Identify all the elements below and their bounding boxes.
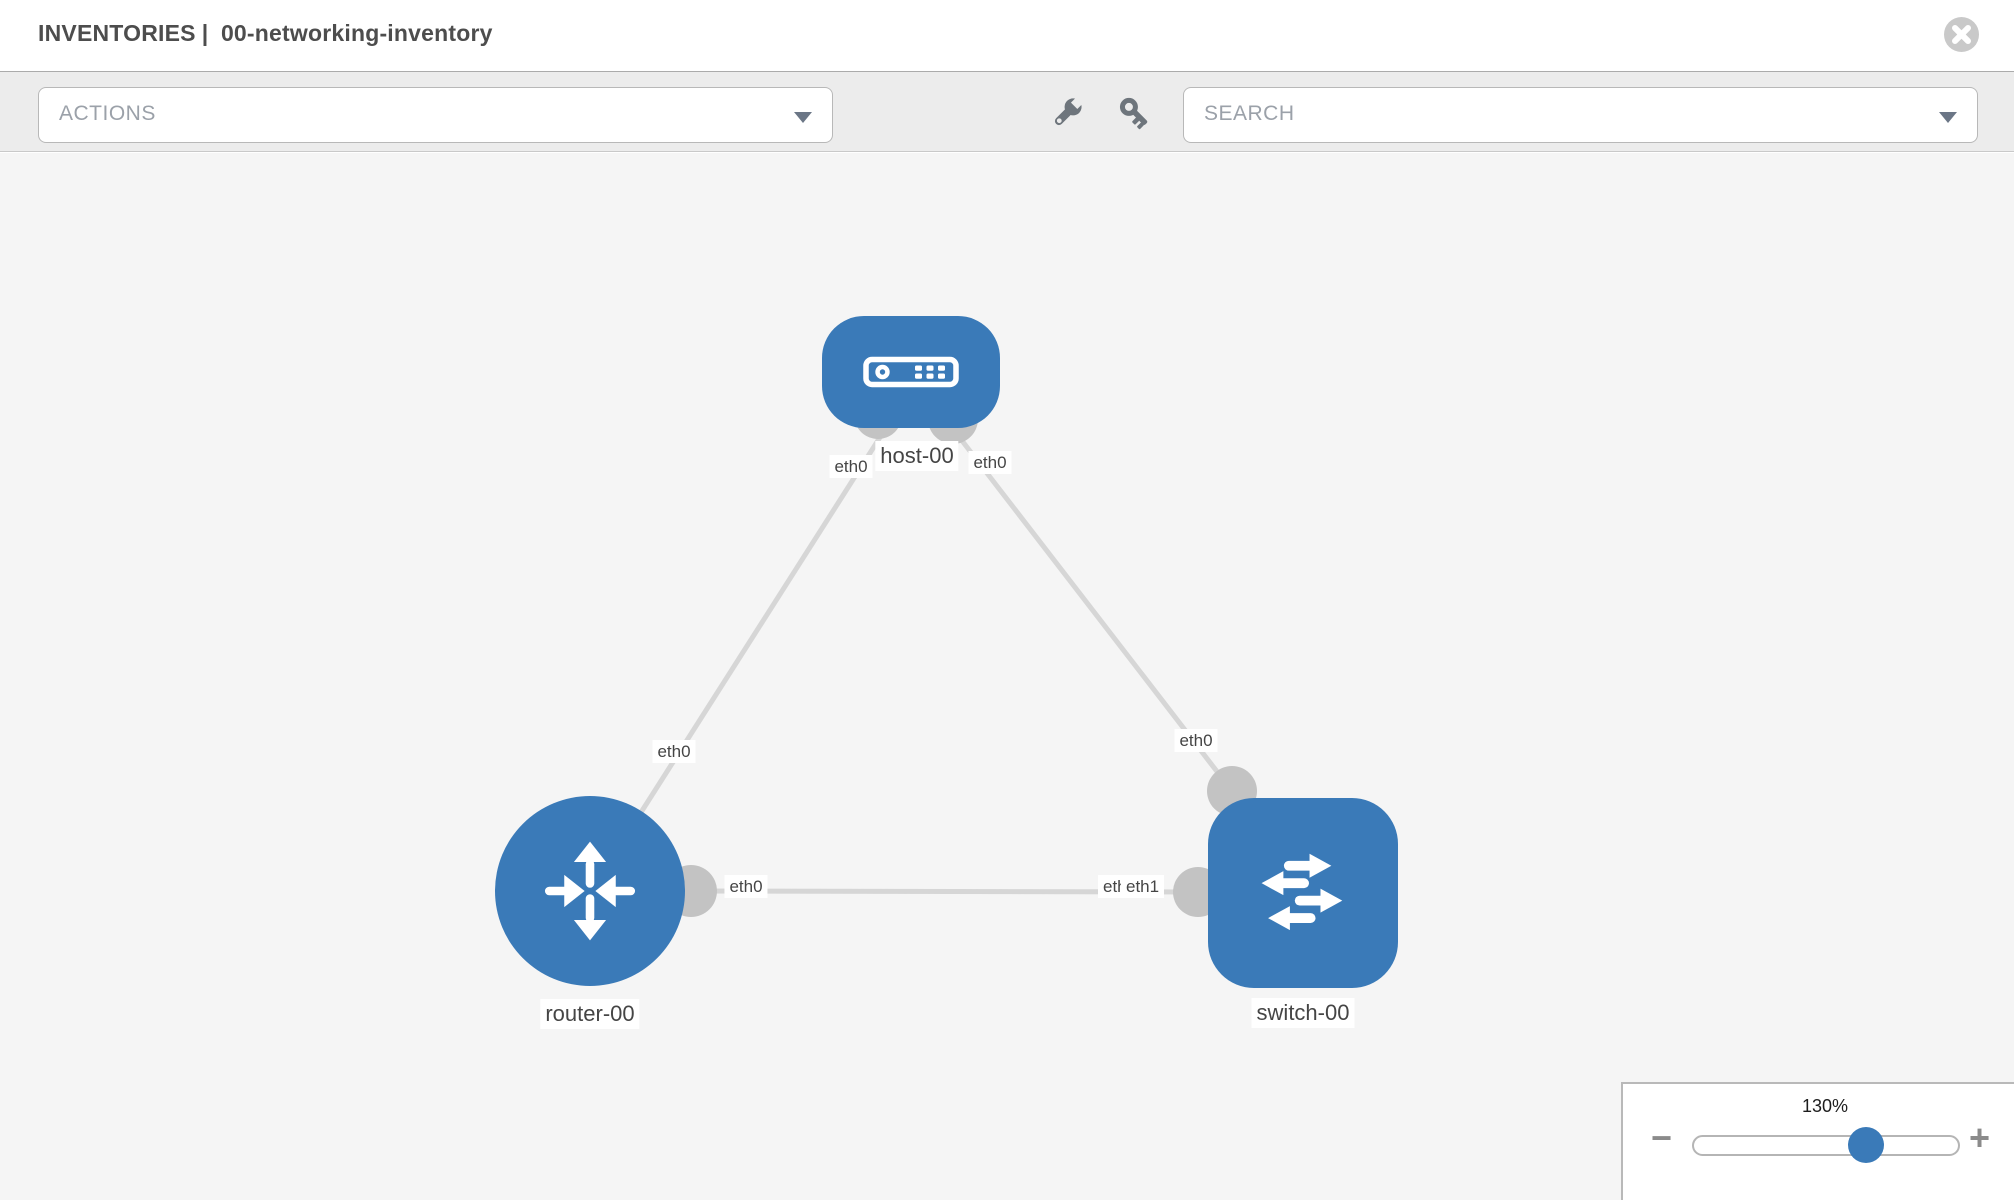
interface-label: eth0 (652, 740, 696, 764)
host-icon (863, 356, 959, 388)
node-label-switch: switch-00 (1251, 998, 1355, 1028)
breadcrumb-inventory-name: 00-networking-inventory (220, 20, 493, 46)
zoom-slider-thumb[interactable] (1848, 1127, 1884, 1163)
credentials-button[interactable] (1116, 94, 1156, 134)
header: INVENTORIES| 00-networking-inventory (0, 0, 2014, 71)
interface-label: eth0 (829, 455, 873, 479)
zoom-panel: 130% − + (1621, 1082, 2014, 1200)
close-icon (1952, 25, 1971, 44)
link-host-router[interactable] (593, 429, 887, 885)
topology-canvas[interactable]: host-00 router-00 switch-00 eth0 eth0 et… (0, 153, 2014, 1200)
node-switch-00[interactable] (1208, 798, 1398, 988)
interface-label: eth0 (724, 875, 768, 899)
interface-label: eth0 (968, 451, 1012, 475)
interface-label: eth1 (1121, 875, 1165, 899)
wrench-icon (1054, 96, 1084, 126)
node-host-00[interactable] (822, 316, 1000, 428)
switch-icon (1261, 853, 1343, 931)
node-label-router: router-00 (540, 999, 640, 1029)
close-button[interactable] (1944, 17, 1979, 52)
node-router-00[interactable] (495, 796, 685, 986)
toolbar: ACTIONS SEARCH (0, 71, 2014, 152)
zoom-in-button[interactable]: + (1969, 1117, 1991, 1158)
page-title: INVENTORIES| 00-networking-inventory (38, 20, 499, 47)
chevron-down-icon (794, 112, 812, 123)
actions-dropdown[interactable]: ACTIONS (38, 87, 833, 143)
tools-button[interactable] (1046, 94, 1086, 134)
breadcrumb-section: INVENTORIES (38, 20, 196, 46)
chevron-down-icon (1939, 112, 1957, 123)
key-icon (1119, 97, 1148, 130)
router-icon (544, 841, 636, 941)
search-dropdown[interactable]: SEARCH (1183, 87, 1978, 143)
breadcrumb-separator: | (201, 20, 209, 46)
search-placeholder: SEARCH (1204, 102, 1295, 125)
node-label-host: host-00 (875, 441, 959, 471)
zoom-slider-track[interactable] (1692, 1135, 1960, 1156)
links-layer (593, 391, 1257, 917)
zoom-level: 130% (1801, 1096, 1849, 1116)
interface-label: eth0 (1174, 729, 1218, 753)
zoom-out-button[interactable]: − (1651, 1117, 1673, 1158)
actions-dropdown-label: ACTIONS (59, 102, 156, 125)
